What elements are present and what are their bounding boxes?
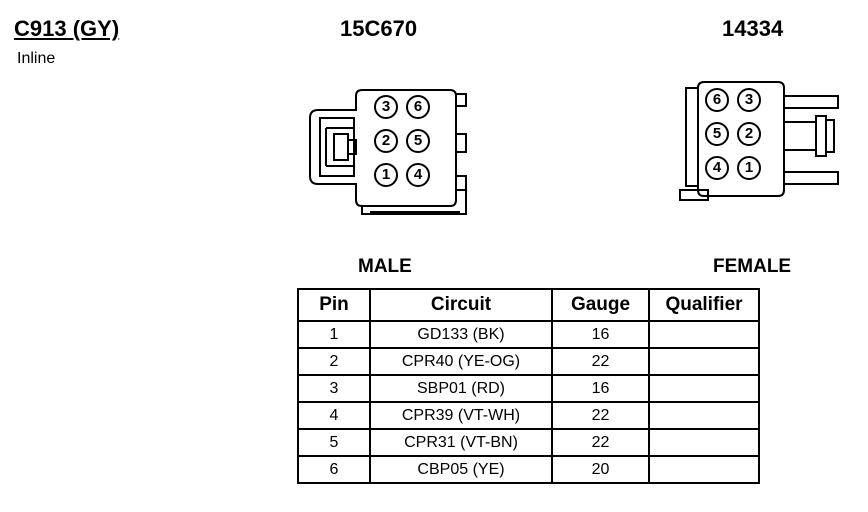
male-part-number: 15C670 <box>340 16 418 41</box>
header-circuit: Circuit <box>369 288 553 322</box>
cell-pin: 3 <box>297 374 371 403</box>
cell-gauge: 22 <box>551 428 650 457</box>
pin-circle: 3 <box>737 88 761 112</box>
header-qualifier: Qualifier <box>648 288 760 322</box>
table-row: 4 CPR39 (VT-WH) 22 <box>297 401 760 430</box>
cell-qualifier <box>648 374 760 403</box>
female-connector-diagram <box>679 81 839 201</box>
cell-gauge: 22 <box>551 401 650 430</box>
table-row: 5 CPR31 (VT-BN) 22 <box>297 428 760 457</box>
cell-qualifier <box>648 347 760 376</box>
female-part-number: 14334 <box>722 16 784 41</box>
pin-circle: 5 <box>705 122 729 146</box>
male-connector-diagram <box>309 89 467 215</box>
cell-circuit: CPR40 (YE-OG) <box>369 347 553 376</box>
pin-circle: 2 <box>737 122 761 146</box>
cell-pin: 2 <box>297 347 371 376</box>
female-label: FEMALE <box>713 256 792 277</box>
cell-pin: 4 <box>297 401 371 430</box>
cell-pin: 5 <box>297 428 371 457</box>
cell-qualifier <box>648 320 760 349</box>
connector-type: Inline <box>17 50 56 67</box>
cell-qualifier <box>648 401 760 430</box>
cell-pin: 1 <box>297 320 371 349</box>
cell-qualifier <box>648 428 760 457</box>
cell-circuit: CPR39 (VT-WH) <box>369 401 553 430</box>
pin-circle: 6 <box>406 95 430 119</box>
cell-pin: 6 <box>297 455 371 484</box>
pin-circle: 4 <box>705 156 729 180</box>
table-row: 3 SBP01 (RD) 16 <box>297 374 760 403</box>
pin-circle: 1 <box>737 156 761 180</box>
cell-gauge: 16 <box>551 320 650 349</box>
male-label: MALE <box>358 256 412 277</box>
cell-qualifier <box>648 455 760 484</box>
table-header-row: Pin Circuit Gauge Qualifier <box>297 288 760 322</box>
table-row: 6 CBP05 (YE) 20 <box>297 455 760 484</box>
table-row: 1 GD133 (BK) 16 <box>297 320 760 349</box>
cell-circuit: SBP01 (RD) <box>369 374 553 403</box>
cell-circuit: CBP05 (YE) <box>369 455 553 484</box>
pin-circle: 4 <box>406 163 430 187</box>
cell-gauge: 16 <box>551 374 650 403</box>
pin-circle: 3 <box>374 95 398 119</box>
connector-id: C913 (GY) <box>14 16 120 41</box>
cell-circuit: GD133 (BK) <box>369 320 553 349</box>
cell-gauge: 20 <box>551 455 650 484</box>
pin-circle: 1 <box>374 163 398 187</box>
pin-circle: 6 <box>705 88 729 112</box>
header-pin: Pin <box>297 288 371 322</box>
header-gauge: Gauge <box>551 288 650 322</box>
cell-circuit: CPR31 (VT-BN) <box>369 428 553 457</box>
table-row: 2 CPR40 (YE-OG) 22 <box>297 347 760 376</box>
pin-circle: 2 <box>374 129 398 153</box>
pin-circle: 5 <box>406 129 430 153</box>
cell-gauge: 22 <box>551 347 650 376</box>
pinout-table: Pin Circuit Gauge Qualifier 1 GD133 (BK)… <box>297 288 760 484</box>
